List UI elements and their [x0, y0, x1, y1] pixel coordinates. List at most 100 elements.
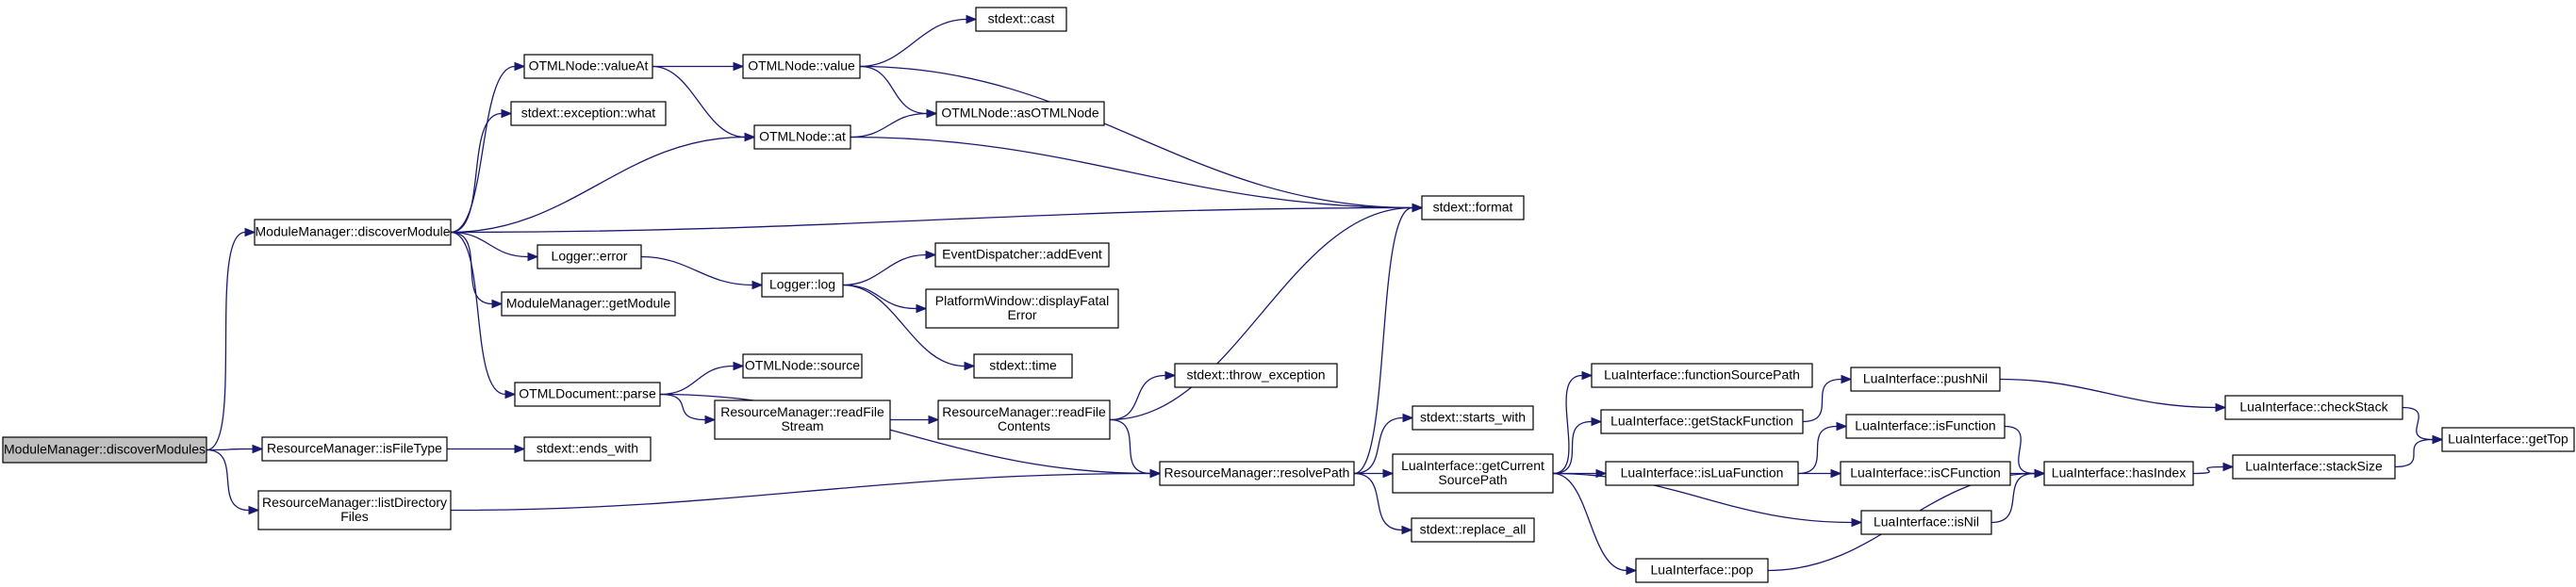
- node-box: [514, 382, 661, 407]
- node-label: stdext::format: [1433, 200, 1513, 215]
- arrowhead: [1841, 374, 1853, 384]
- node-label: stdext::starts_with: [1420, 410, 1526, 425]
- node-box: [1850, 367, 2001, 392]
- node-logger-log[interactable]: Logger::log: [761, 272, 844, 298]
- edge-rm_resolvePath-to-std_starts_with: [1353, 416, 1404, 475]
- node-li-pop[interactable]: LuaInterface::pop: [1635, 558, 1769, 583]
- edge-logger_log-to-pw_displayFatalError: [842, 284, 917, 310]
- node-label: Contents: [998, 418, 1050, 433]
- node-std-throw-exception[interactable]: stdext::throw_exception: [1174, 363, 1338, 388]
- node-label: LuaInterface::hasIndex: [2052, 465, 2186, 481]
- node-box: [1635, 558, 1769, 583]
- node-li-isNil[interactable]: LuaInterface::isNil: [1860, 510, 1992, 535]
- node-label: LuaInterface::pushNil: [1863, 371, 1988, 386]
- edge-mm_discoverModules-to-mm_discoverModule: [206, 231, 246, 451]
- node-label: Logger::error: [552, 249, 628, 264]
- node-logger-error[interactable]: Logger::error: [537, 244, 642, 269]
- edge-mm_discoverModule-to-mm_getModule: [450, 231, 493, 305]
- node-std-format[interactable]: stdext::format: [1421, 195, 1525, 220]
- node-li-stackSize[interactable]: LuaInterface::stackSize: [2232, 454, 2396, 480]
- node-box: [1860, 510, 1992, 535]
- node-label: ModuleManager::discoverModules: [4, 442, 206, 457]
- node-li-isCFunction[interactable]: LuaInterface::isCFunction: [1840, 461, 2011, 486]
- node-li-isFunction[interactable]: LuaInterface::isFunction: [1845, 414, 2006, 439]
- node-otml-at[interactable]: OTMLNode::at: [753, 124, 851, 150]
- node-rm-isFileType[interactable]: ResourceManager::isFileType: [261, 436, 448, 462]
- node-box: [742, 54, 861, 79]
- node-box: [2224, 395, 2403, 420]
- node-box: [753, 124, 851, 150]
- node-label: PlatformWindow::displayFatal: [935, 293, 1109, 308]
- edge-mm_discoverModule-to-otmldoc_parse: [450, 231, 506, 396]
- node-std-cast[interactable]: stdext::cast: [975, 7, 1067, 32]
- node-li-functionSourcePath[interactable]: LuaInterface::functionSourcePath: [1591, 363, 1813, 388]
- node-otmldoc-parse[interactable]: OTMLDocument::parse: [514, 382, 661, 407]
- node-label: ResourceManager::isFileType: [267, 441, 442, 456]
- arrowhead: [744, 132, 756, 142]
- node-otml-asOTMLNode[interactable]: OTMLNode::asOTMLNode: [935, 101, 1105, 126]
- node-std-starts-with[interactable]: stdext::starts_with: [1412, 405, 1534, 431]
- node-box: [934, 242, 1110, 268]
- arrowhead: [491, 299, 504, 309]
- node-std-replace-all[interactable]: stdext::replace_all: [1411, 517, 1535, 543]
- edge-rm_listDirectoryFiles-to-rm_resolvePath: [450, 472, 1151, 512]
- node-label: Stream: [781, 418, 823, 433]
- node-mm-getModule[interactable]: ModuleManager::getModule: [501, 291, 676, 317]
- node-label: SourcePath: [1438, 472, 1507, 487]
- node-box: [1600, 409, 1804, 434]
- edge-otmldoc_parse-to-rm_resolvePath: [659, 393, 1151, 475]
- arrowhead: [1149, 468, 1162, 479]
- node-std-ends-with[interactable]: stdext::ends_with: [523, 436, 652, 462]
- edge-mm_discoverModules-to-rm_listDirectoryFiles: [206, 448, 250, 512]
- arrowhead: [514, 61, 526, 72]
- node-otml-value[interactable]: OTMLNode::value: [742, 54, 861, 79]
- node-mm-discoverModule[interactable]: ModuleManager::discoverModule: [254, 219, 452, 246]
- arrowhead: [504, 389, 517, 399]
- arrowhead: [966, 14, 978, 24]
- node-label: ResourceManager::readFile: [720, 404, 884, 419]
- node-li-hasIndex[interactable]: LuaInterface::hasIndex: [2043, 461, 2194, 486]
- node-rm-resolvePath[interactable]: ResourceManager::resolvePath: [1159, 461, 1355, 486]
- node-label: LuaInterface::stackSize: [2245, 459, 2383, 474]
- node-li-checkStack[interactable]: LuaInterface::checkStack: [2224, 395, 2403, 420]
- node-li-getStackFunction[interactable]: LuaInterface::getStackFunction: [1600, 409, 1804, 434]
- node-label: LuaInterface::isNil: [1874, 514, 1979, 530]
- node-mm-discoverModules[interactable]: ModuleManager::discoverModules: [2, 436, 207, 464]
- arrowhead: [1402, 413, 1414, 423]
- edge-li_getCurrentSourcePath-to-li_getStackFunction: [1552, 420, 1593, 475]
- edge-otml_at-to-otml_asOTMLNode: [850, 112, 928, 139]
- node-label: OTMLNode::value: [748, 58, 855, 73]
- node-ed-addEvent[interactable]: EventDispatcher::addEvent: [934, 242, 1110, 268]
- edge-mm_discoverModule-to-otml_valueAt: [450, 65, 516, 234]
- node-box: [1840, 461, 2011, 486]
- node-label: stdext::replace_all: [1420, 522, 1527, 537]
- node-li-pushNil[interactable]: LuaInterface::pushNil: [1850, 367, 2001, 392]
- node-label: OTMLNode::at: [759, 129, 846, 144]
- node-li-isLuaFunction[interactable]: LuaInterface::isLuaFunction: [1605, 461, 1799, 486]
- edge-mm_discoverModule-to-std_format: [450, 206, 1413, 234]
- edge-mm_discoverModule-to-otml_at: [450, 136, 746, 234]
- arrowhead: [704, 415, 717, 425]
- edge-otml_at-to-std_format: [850, 136, 1413, 209]
- node-std-time[interactable]: stdext::time: [973, 353, 1073, 379]
- node-std-exc-what[interactable]: stdext::exception::what: [510, 101, 667, 126]
- edge-otml_value-to-std_cast: [859, 18, 967, 68]
- node-box: [975, 7, 1067, 32]
- node-box: [935, 101, 1105, 126]
- arrowhead: [928, 415, 940, 425]
- node-otml-valueAt[interactable]: OTMLNode::valueAt: [523, 54, 653, 79]
- node-box: [1591, 363, 1813, 388]
- node-box: [1392, 453, 1554, 494]
- node-label: LuaInterface::functionSourcePath: [1604, 367, 1800, 383]
- node-otml-source[interactable]: OTMLNode::source: [742, 353, 863, 379]
- arrowhead: [1836, 421, 1848, 432]
- node-li-getTop[interactable]: LuaInterface::getTop: [2441, 427, 2575, 452]
- node-label: ModuleManager::discoverModule: [256, 224, 451, 239]
- node-label: stdext::throw_exception: [1186, 367, 1325, 383]
